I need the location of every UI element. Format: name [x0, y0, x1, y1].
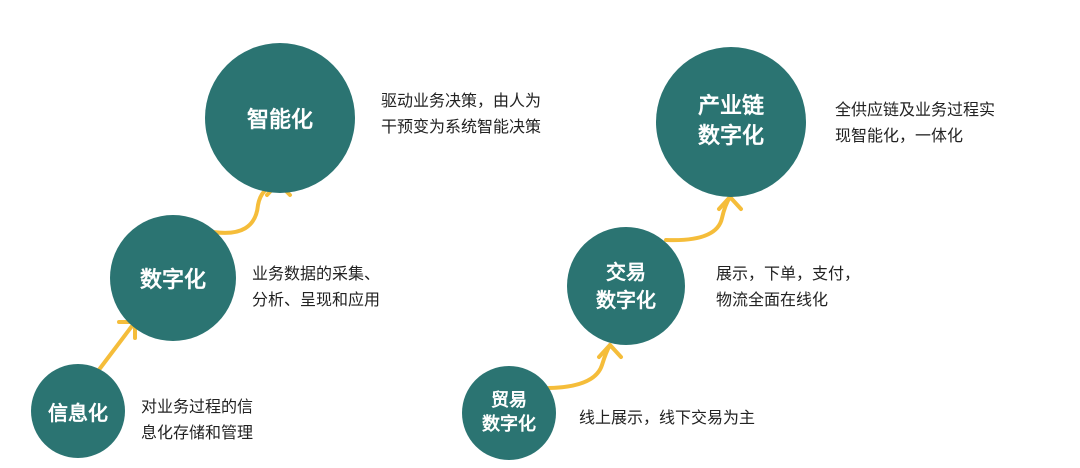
stage-description-line: 全供应链及业务过程实 — [835, 100, 996, 119]
stage-title-line: 数字化 — [697, 124, 764, 149]
arrow-left-1 — [93, 320, 137, 377]
stage-circle-digitization: 数字化 — [110, 215, 236, 341]
stage-title: 智能化 — [246, 108, 313, 133]
stage-description-industry-chain-digitization: 全供应链及业务过程实 现智能化，一体化 — [835, 97, 995, 149]
stage-description-line: 现智能化，一体化 — [835, 126, 964, 145]
stage-description-line: 分析、呈现和应用 — [252, 290, 381, 309]
stage-circle-informatization: 信息化 — [31, 364, 125, 458]
stage-title-line: 产业链 — [697, 94, 764, 119]
stage-title: 数字化 — [139, 268, 206, 293]
stage-description-line: 物流全面在线化 — [716, 290, 829, 309]
stage-circle-industry-chain-digitization: 产业链 数字化 — [656, 47, 806, 197]
stage-title: 信息化 — [48, 400, 108, 425]
stage-title-line: 贸易 — [491, 390, 527, 411]
stage-description-digitization: 业务数据的采集、 分析、呈现和应用 — [252, 261, 380, 313]
stage-description-line: 息化存储和管理 — [141, 423, 254, 442]
stage-description-line: 业务数据的采集、 — [252, 264, 381, 283]
stage-description-transaction-digitization: 展示，下单，支付， 物流全面在线化 — [716, 261, 860, 313]
stage-description-intelligence: 驱动业务决策，由人为 干预变为系统智能决策 — [381, 88, 541, 140]
arrow-right-2 — [664, 195, 732, 243]
stage-title-line: 数字化 — [482, 414, 536, 435]
arrow-right-1 — [547, 343, 612, 390]
stage-description-line: 干预变为系统智能决策 — [381, 117, 542, 136]
arrow-right-1-head — [597, 343, 623, 359]
stage-circle-intelligence: 智能化 — [205, 43, 355, 193]
stage-description-line: 展示，下单，支付， — [716, 264, 861, 283]
stage-description-line: 驱动业务决策，由人为 — [381, 91, 542, 110]
stage-description-informatization: 对业务过程的信 息化存储和管理 — [141, 394, 253, 446]
stage-description-line: 线上展示，线下交易为主 — [579, 408, 756, 427]
stage-description-trade-digitization: 线上展示，线下交易为主 — [579, 405, 755, 431]
stage-title-line: 交易 — [606, 260, 646, 284]
stage-circle-transaction-digitization: 交易 数字化 — [567, 227, 685, 345]
stage-description-line: 对业务过程的信 — [141, 397, 254, 416]
arrow-right-2-head — [717, 195, 743, 211]
stage-title-line: 数字化 — [596, 288, 656, 312]
stage-circle-trade-digitization: 贸易 数字化 — [462, 366, 556, 460]
